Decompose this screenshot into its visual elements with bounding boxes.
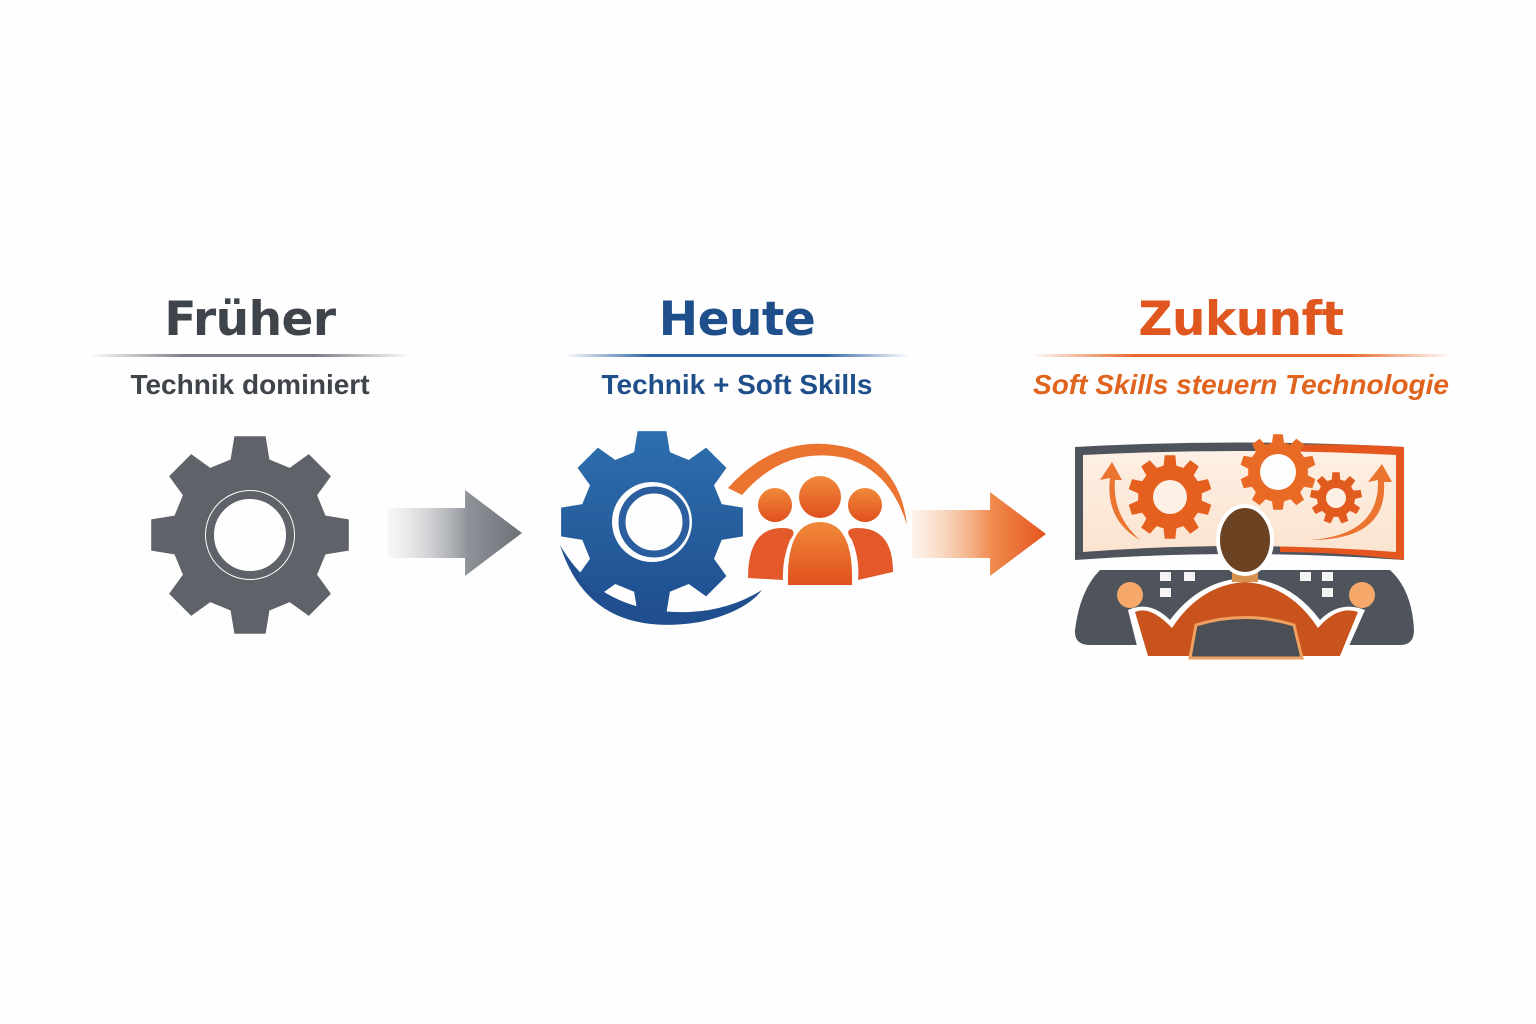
- stage-title: Zukunft: [1138, 292, 1344, 347]
- stage-subtitle: Soft Skills steuern Technologie: [1033, 369, 1449, 400]
- gear-and-team-icon: [560, 431, 907, 625]
- stage-subtitle: Technik dominiert: [130, 369, 370, 400]
- console-buttons: [1160, 572, 1333, 597]
- divider: [565, 354, 909, 357]
- hand: [1117, 582, 1143, 608]
- arrow-up-icon: [1310, 464, 1392, 540]
- gear-icon: [151, 436, 349, 634]
- hand: [1349, 582, 1375, 608]
- person-head: [799, 476, 841, 518]
- person-body: [787, 522, 853, 585]
- stage-heute: Heute Technik + Soft Skills: [565, 288, 909, 405]
- arrow-right-icon: [912, 492, 1046, 576]
- head: [1216, 504, 1274, 576]
- orange-arc: [728, 443, 907, 525]
- person-head: [848, 488, 882, 522]
- stage-subtitle: Technik + Soft Skills: [601, 369, 873, 400]
- arrow-up-icon: [1100, 462, 1140, 540]
- stage-frueher: Früher Technik dominiert: [90, 288, 410, 405]
- person-body: [748, 528, 794, 580]
- arrow-right-icon: [388, 490, 522, 576]
- stage-zukunft: Zukunft Soft Skills steuern Technologie: [1000, 288, 1482, 405]
- stage-title: Heute: [658, 292, 816, 347]
- divider: [1030, 354, 1452, 357]
- blue-swoosh: [560, 545, 762, 625]
- chair: [1188, 616, 1304, 660]
- operator-at-control-console-icon: [1074, 434, 1414, 660]
- person-head: [758, 488, 792, 522]
- person-body: [848, 528, 893, 580]
- stage-title: Früher: [164, 292, 336, 347]
- divider: [90, 354, 410, 357]
